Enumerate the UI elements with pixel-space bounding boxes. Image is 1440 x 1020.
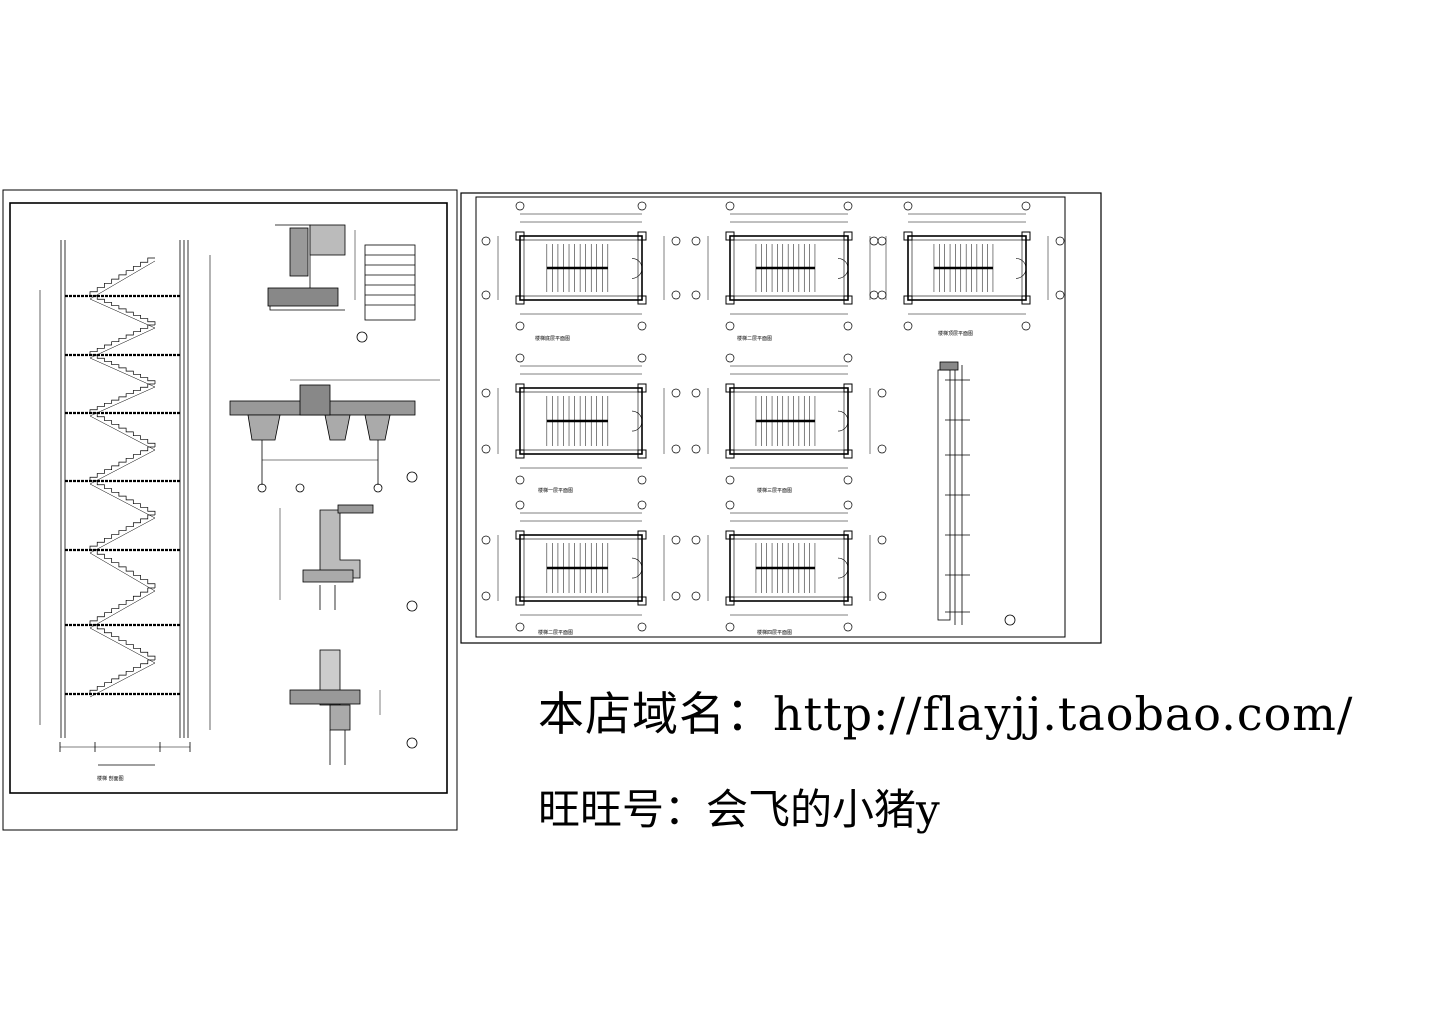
sheet-title-first: 楼梯一层平面图 [538, 487, 573, 494]
stair-plan [869, 201, 1065, 331]
stair-flight [90, 412, 156, 447]
sheet-title-ground: 楼梯底层平面图 [535, 335, 570, 342]
stair-flight [89, 383, 155, 413]
stair-plan [481, 500, 681, 632]
stair-flight [90, 549, 156, 588]
stair-plan [691, 201, 887, 331]
stair-section [39, 240, 211, 766]
stair-plan [691, 353, 887, 485]
right-sheet [460, 192, 1102, 644]
stair-flight [90, 624, 156, 660]
sheet-title-second: 楼梯二层平面图 [538, 629, 573, 636]
detail-1 [267, 224, 416, 343]
detail-3 [279, 504, 418, 612]
right-sheet-outer-frame [460, 192, 1102, 644]
stair-flight [89, 587, 155, 625]
stair-plan [691, 500, 887, 632]
shop-domain-caption: 本店域名：http://flayjj.taobao.com/ [538, 687, 1354, 741]
detail-2 [229, 379, 440, 493]
left-sheet-outer-frame [2, 189, 458, 831]
wangwang-caption: 旺旺号：会飞的小猪y [538, 785, 940, 834]
right-sheet-inner-frame [475, 196, 1066, 638]
stair-flight [89, 659, 155, 694]
left-sheet [2, 189, 458, 831]
sheet-title-fourth: 楼梯四层平面图 [757, 629, 792, 636]
sheet-title-section: 楼梯 剖面图 [97, 775, 124, 782]
stair-flight [89, 446, 155, 481]
stair-flight [90, 354, 156, 384]
stair-flight [90, 295, 156, 325]
stair-plan [481, 201, 681, 331]
stair-flight [90, 480, 156, 515]
sheet-title-second-top: 楼梯二层平面图 [737, 335, 772, 342]
stair-flight [89, 514, 155, 550]
left-sheet-inner-frame [9, 202, 448, 794]
stair-elevation-detail [937, 361, 1016, 626]
sheet-title-third: 楼梯三层平面图 [757, 487, 792, 494]
sheet-title-top: 楼梯顶层平面图 [938, 330, 973, 337]
stair-plan [481, 353, 681, 485]
stair-flight [89, 324, 155, 355]
detail-4 [289, 649, 418, 765]
stair-flight [89, 257, 155, 296]
stair-plans [481, 201, 1065, 632]
